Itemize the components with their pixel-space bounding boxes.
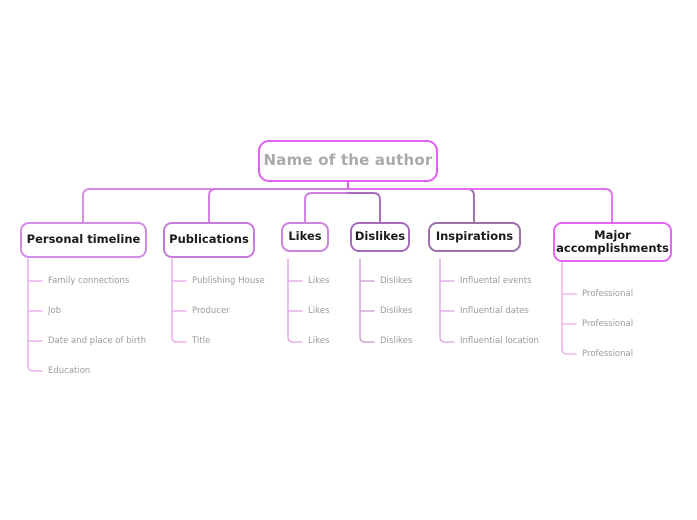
leafwire-dislikes: [359, 258, 375, 343]
root-node[interactable]: Name of the author: [258, 140, 438, 182]
branch-node-dislikes[interactable]: Dislikes: [350, 222, 410, 252]
branch-node-major-accomplishments[interactable]: Major accomplishments: [553, 222, 672, 262]
leaf-item[interactable]: Family connections: [48, 276, 130, 286]
leaf-item[interactable]: Professional: [582, 289, 634, 299]
leaf-item[interactable]: Dislikes: [380, 276, 413, 286]
branch-node-inspirations[interactable]: Inspirations: [428, 222, 521, 252]
branch-label-dislikes: Dislikes: [354, 229, 406, 244]
leafwire-publications: [171, 258, 187, 343]
leafwire-major-accomplishments: [561, 261, 577, 355]
leaf-item[interactable]: Professional: [582, 319, 634, 329]
branch-label-likes: Likes: [288, 229, 322, 244]
leaf-item[interactable]: Professional: [582, 349, 634, 359]
leafwire-likes: [287, 258, 303, 343]
leaf-item[interactable]: Title: [192, 336, 211, 346]
leafwire-personal-timeline: [27, 258, 43, 372]
branch-node-likes[interactable]: Likes: [281, 222, 329, 252]
wire-root-to-dislikes: [347, 192, 381, 223]
wire-root-to-inspirations: [347, 188, 475, 223]
wire-root-to-publications: [208, 188, 349, 223]
wire-root-to-major-accomplishments: [347, 188, 613, 223]
leaf-item[interactable]: Publishing House: [192, 276, 265, 286]
leaf-item[interactable]: Influental events: [460, 276, 532, 286]
leaf-item[interactable]: Likes: [308, 336, 330, 346]
wire-root-to-likes: [304, 192, 349, 223]
branch-node-personal-timeline[interactable]: Personal timeline: [20, 222, 147, 258]
leaf-item[interactable]: Date and place of birth: [48, 336, 147, 346]
branch-label-major-accomplishments-line1: Major: [594, 227, 631, 242]
branch-label-publications: Publications: [169, 232, 249, 247]
leaf-item[interactable]: Dislikes: [380, 336, 413, 346]
leaf-item[interactable]: Dislikes: [380, 306, 413, 316]
leaf-item[interactable]: Education: [48, 366, 91, 376]
wire-root-to-personal-timeline: [82, 188, 349, 223]
branch-label-personal-timeline: Personal timeline: [26, 232, 141, 247]
leaf-item[interactable]: Likes: [308, 306, 330, 316]
leaf-item[interactable]: Job: [48, 306, 62, 316]
root-node-label: Name of the author: [263, 151, 433, 170]
leafwire-inspirations: [439, 258, 455, 343]
leaf-item[interactable]: Influential location: [460, 336, 539, 346]
branch-node-publications[interactable]: Publications: [163, 222, 255, 258]
branch-label-major-accomplishments-line2: accomplishments: [556, 241, 669, 255]
branch-label-inspirations: Inspirations: [435, 229, 514, 244]
leaf-item[interactable]: Producer: [192, 306, 230, 316]
branch-label-major-accomplishments: Major accomplishments: [556, 227, 669, 255]
leaf-item[interactable]: Likes: [308, 276, 330, 286]
leaf-item[interactable]: Influential dates: [460, 306, 529, 316]
